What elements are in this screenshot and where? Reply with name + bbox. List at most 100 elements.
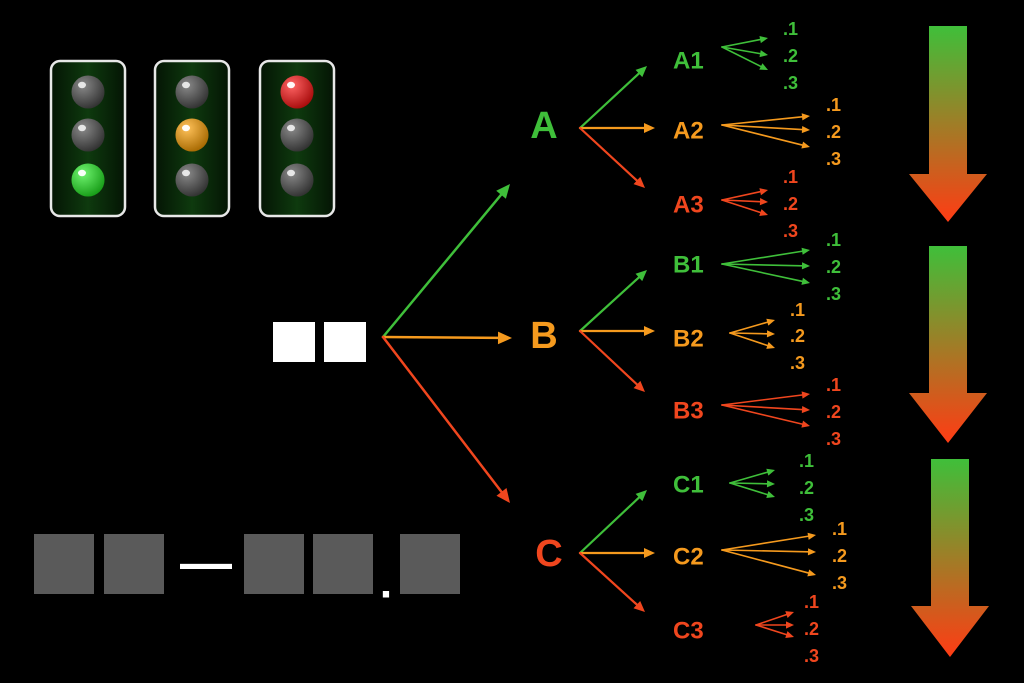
leaf-arrow-a2-2 bbox=[721, 124, 810, 134]
gradient-down-arrow bbox=[909, 26, 987, 222]
sub-arrow-b1 bbox=[578, 270, 647, 333]
node-b: B bbox=[530, 315, 557, 357]
red-light bbox=[258, 59, 336, 218]
leaf-a3-2: .2 bbox=[783, 194, 798, 214]
node-a3: A3 bbox=[673, 191, 704, 218]
leaf-arrow-c3-1 bbox=[755, 611, 794, 626]
node-b2: B2 bbox=[673, 325, 704, 352]
leaf-arrow-b3-3 bbox=[721, 404, 810, 428]
leaf-arrow-a2-1 bbox=[721, 113, 810, 126]
leaf-c2-1: .1 bbox=[832, 519, 847, 539]
leaf-arrow-a1-3 bbox=[721, 46, 768, 70]
leaf-c1-1: .1 bbox=[799, 451, 814, 471]
leaf-a2-2: .2 bbox=[826, 122, 841, 142]
sub-arrow-a3 bbox=[578, 126, 645, 188]
leaf-arrow-c2-1 bbox=[721, 532, 816, 551]
leaf-arrow-a2-3 bbox=[721, 124, 810, 149]
root-box bbox=[324, 322, 366, 362]
code-slot-box bbox=[244, 534, 304, 594]
leaf-b3-2: .2 bbox=[826, 402, 841, 422]
leaf-arrow-a1-2 bbox=[721, 46, 768, 58]
green-light bbox=[49, 59, 127, 218]
leaf-arrow-c3-2 bbox=[755, 621, 794, 629]
leaf-c1-2: .2 bbox=[799, 478, 814, 498]
node-a2: A2 bbox=[673, 117, 704, 144]
code-dash: — bbox=[180, 535, 232, 593]
gradient-down-arrow bbox=[909, 246, 987, 443]
node-c1: C1 bbox=[673, 471, 704, 498]
leaf-c2-2: .2 bbox=[832, 546, 847, 566]
leaf-arrow-a3-2 bbox=[721, 198, 768, 206]
traffic-lights-group bbox=[49, 59, 336, 218]
leaf-b2-2: .2 bbox=[790, 326, 805, 346]
leaf-arrow-b2-1 bbox=[729, 318, 775, 334]
leaf-c2-3: .3 bbox=[832, 573, 847, 593]
leaf-arrow-a3-3 bbox=[721, 199, 768, 216]
leaf-b1-2: .2 bbox=[826, 257, 841, 277]
sub-arrow-b2 bbox=[578, 326, 655, 336]
leaf-b1-3: .3 bbox=[826, 284, 841, 304]
leaf-b2-3: .3 bbox=[790, 353, 805, 373]
code-slot-box bbox=[104, 534, 164, 594]
leaf-arrow-c1-2 bbox=[729, 480, 775, 488]
node-c3: C3 bbox=[673, 617, 704, 644]
node-b3: B3 bbox=[673, 397, 704, 424]
leaf-c3-1: .1 bbox=[804, 592, 819, 612]
leaf-arrow-c2-2 bbox=[721, 548, 816, 556]
unlit-bulb bbox=[175, 75, 209, 109]
branch-arrow-c bbox=[381, 335, 510, 503]
unlit-bulb bbox=[280, 118, 314, 152]
leaf-a3-1: .1 bbox=[783, 167, 798, 187]
amber-light bbox=[153, 59, 231, 218]
lit-bulb bbox=[280, 75, 314, 109]
node-a: A bbox=[530, 105, 557, 147]
leaf-arrow-a3-1 bbox=[721, 188, 768, 201]
leaf-b1-1: .1 bbox=[826, 230, 841, 250]
gradient-arrows-group bbox=[909, 26, 989, 657]
sub-arrow-c2 bbox=[578, 548, 655, 558]
leaf-arrow-b2-3 bbox=[729, 332, 775, 349]
leaf-arrow-b3-1 bbox=[721, 391, 810, 406]
code-slot-box bbox=[400, 534, 460, 594]
sub-arrow-c1 bbox=[578, 490, 647, 555]
leaf-arrow-b1-3 bbox=[721, 263, 810, 285]
code-format-boxes: —. bbox=[34, 534, 460, 608]
unlit-bulb bbox=[280, 163, 314, 197]
code-dot: . bbox=[380, 559, 392, 608]
sub-arrow-c3 bbox=[578, 551, 645, 612]
leaf-arrow-a1-1 bbox=[721, 36, 768, 48]
node-c: C bbox=[535, 533, 562, 575]
sub-arrow-b3 bbox=[578, 329, 645, 392]
sub-arrow-a1 bbox=[578, 66, 647, 130]
leaf-arrow-b1-1 bbox=[721, 247, 810, 265]
leaf-a1-1: .1 bbox=[783, 19, 798, 39]
branch-tree: ABCA1.1.2.3A2.1.2.3A3.1.2.3B1.1.2.3B2.1.… bbox=[381, 19, 847, 666]
root-box bbox=[273, 322, 315, 362]
leaf-arrow-c1-1 bbox=[729, 468, 775, 484]
node-a1: A1 bbox=[673, 47, 704, 74]
code-slot-box bbox=[313, 534, 373, 594]
leaf-a2-1: .1 bbox=[826, 95, 841, 115]
leaf-a2-3: .3 bbox=[826, 149, 841, 169]
code-slot-box bbox=[34, 534, 94, 594]
unlit-bulb bbox=[71, 118, 105, 152]
sub-arrow-a2 bbox=[578, 123, 655, 133]
leaf-arrow-b1-2 bbox=[721, 262, 810, 270]
node-c2: C2 bbox=[673, 543, 704, 570]
leaf-c1-3: .3 bbox=[799, 505, 814, 525]
leaf-a1-2: .2 bbox=[783, 46, 798, 66]
gradient-down-arrow bbox=[911, 459, 989, 657]
leaf-b2-1: .1 bbox=[790, 300, 805, 320]
unlit-bulb bbox=[175, 163, 209, 197]
node-b1: B1 bbox=[673, 251, 704, 278]
leaf-arrow-c2-3 bbox=[721, 549, 816, 577]
leaf-a1-3: .3 bbox=[783, 73, 798, 93]
leaf-a3-3: .3 bbox=[783, 221, 798, 241]
leaf-b3-3: .3 bbox=[826, 429, 841, 449]
leaf-c3-2: .2 bbox=[804, 619, 819, 639]
lit-bulb bbox=[175, 118, 209, 152]
leaf-arrow-c1-3 bbox=[729, 482, 775, 499]
branch-arrow-b bbox=[381, 331, 512, 345]
unlit-bulb bbox=[71, 75, 105, 109]
